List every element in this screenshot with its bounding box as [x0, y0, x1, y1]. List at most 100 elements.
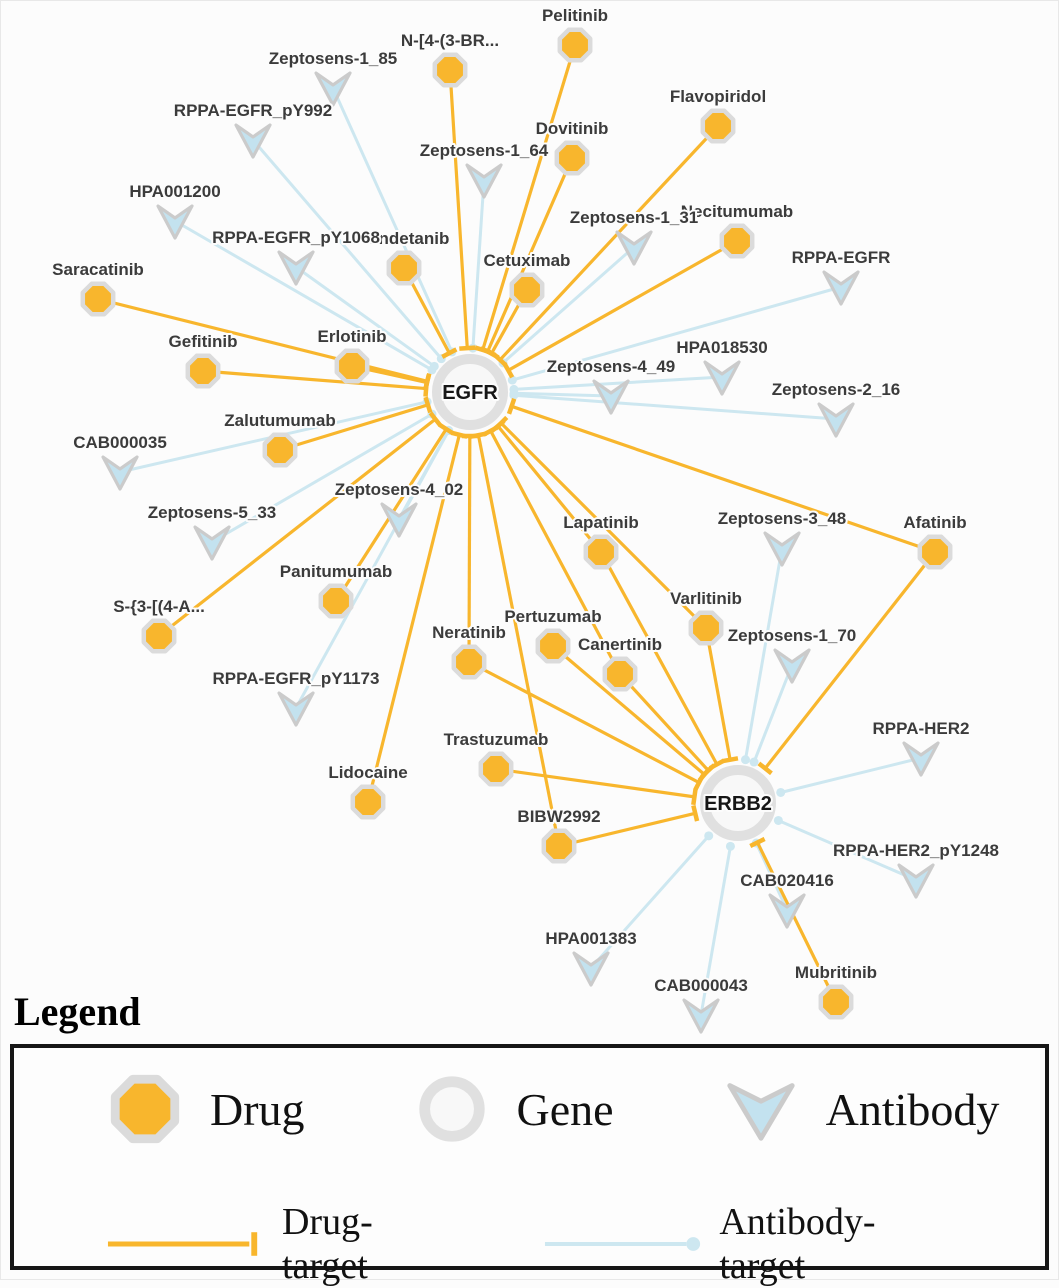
- drug-node-Gefitinib[interactable]: Gefitinib: [169, 332, 238, 386]
- drug-node-Erlotinib[interactable]: Erlotinib: [318, 327, 387, 381]
- antibody-node-Zeptosens-1_64[interactable]: Zeptosens-1_64: [420, 141, 549, 197]
- drug-target-edge: [450, 70, 467, 348]
- gene-node-ERBB2[interactable]: ERBB2: [704, 770, 772, 836]
- antibody-chevron-icon: [279, 252, 313, 284]
- antibody-node-RPPA-EGFR_pY992[interactable]: RPPA-EGFR_pY992: [174, 101, 332, 157]
- drug-target-tee: [693, 789, 695, 805]
- node-label-EGFR: EGFR: [442, 382, 498, 404]
- drug-node-S-3-4-A[interactable]: S-{3-[(4-A...: [113, 597, 205, 651]
- drug-octagon-icon: [481, 754, 511, 784]
- drug-target-tee: [722, 758, 738, 761]
- drug-octagon-icon: [337, 351, 367, 381]
- node-label-Gefitinib: Gefitinib: [169, 332, 238, 351]
- legend-item-antibody: Antibody: [722, 1070, 1000, 1148]
- node-label-Cetuximab: Cetuximab: [484, 251, 571, 270]
- drug-node-Neratinib[interactable]: Neratinib: [432, 623, 506, 677]
- antibody-chevron-icon: [158, 206, 192, 238]
- drug-target-edge: [706, 628, 730, 760]
- node-label-Zeptosens-1_31: Zeptosens-1_31: [570, 208, 699, 227]
- node-label-Erlotinib: Erlotinib: [318, 327, 387, 346]
- antibody-target-dot: [704, 831, 713, 840]
- antibody-node-CAB000043[interactable]: CAB000043: [654, 976, 748, 1032]
- drug-octagon-icon: [691, 613, 721, 643]
- antibody-node-Zeptosens-1_70[interactable]: Zeptosens-1_70: [728, 626, 857, 682]
- drug-octagon-icon: [544, 831, 574, 861]
- legend-item-antibody-target: Antibody-target: [543, 1200, 957, 1288]
- node-label-Varlitinib: Varlitinib: [670, 589, 742, 608]
- antibody-node-HPA018530[interactable]: HPA018530: [676, 338, 767, 394]
- node-label-Trastuzumab: Trastuzumab: [444, 730, 549, 749]
- antibody-target-edge: [591, 836, 709, 968]
- antibody-node-Zeptosens-2_16[interactable]: Zeptosens-2_16: [772, 380, 901, 436]
- antibody-target-dot: [726, 842, 735, 851]
- node-label-Zeptosens-2_16: Zeptosens-2_16: [772, 380, 901, 399]
- drug-node-Afatinib[interactable]: Afatinib: [903, 513, 966, 567]
- drug-target-edge: [496, 769, 694, 797]
- drug-node-Lapatinib[interactable]: Lapatinib: [563, 513, 639, 567]
- node-label-CAB000043: CAB000043: [654, 976, 748, 995]
- drug-octagon-icon: [560, 30, 590, 60]
- drug-octagon-icon: [821, 987, 851, 1017]
- antibody-chevron-icon: [775, 650, 809, 682]
- legend-label-drug: Drug: [210, 1083, 305, 1136]
- node-label-Zeptosens-1_85: Zeptosens-1_85: [269, 49, 398, 68]
- node-label-Zeptosens-4_02: Zeptosens-4_02: [335, 480, 464, 499]
- drug-node-Canertinib[interactable]: Canertinib: [578, 635, 662, 689]
- drug-octagon-icon: [265, 435, 295, 465]
- drug-node-N-4-3-BR[interactable]: N-[4-(3-BR...: [401, 31, 499, 85]
- antibody-chevron-icon: [684, 1000, 718, 1032]
- antibody-chevron-icon: [824, 272, 858, 304]
- gene-circle-icon: [413, 1070, 491, 1148]
- node-label-Afatinib: Afatinib: [903, 513, 966, 532]
- antibody-node-RPPA-EGFR_pY1173[interactable]: RPPA-EGFR_pY1173: [213, 669, 380, 725]
- antibody-node-Zeptosens-3_48[interactable]: Zeptosens-3_48: [718, 509, 847, 565]
- drug-octagon-icon: [722, 226, 752, 256]
- antibody-chevron-icon: [819, 404, 853, 436]
- drug-node-Pelitinib[interactable]: Pelitinib: [542, 6, 608, 60]
- antibody-target-dot: [774, 816, 783, 825]
- legend-node-types-row: Drug Gene Antibody: [106, 1070, 1059, 1148]
- node-label-Neratinib: Neratinib: [432, 623, 506, 642]
- antibody-node-RPPA-HER2_pY1248[interactable]: RPPA-HER2_pY1248: [833, 841, 999, 897]
- legend-label-gene: Gene: [517, 1083, 614, 1136]
- antibody-node-Zeptosens-1_85[interactable]: Zeptosens-1_85: [269, 49, 398, 105]
- node-label-Zeptosens-5_33: Zeptosens-5_33: [148, 503, 277, 522]
- drug-node-Panitumumab[interactable]: Panitumumab: [280, 562, 392, 616]
- drug-node-Trastuzumab[interactable]: Trastuzumab: [444, 730, 549, 784]
- drug-node-Flavopiridol[interactable]: Flavopiridol: [670, 87, 766, 141]
- antibody-target-edge: [253, 140, 441, 359]
- antibody-chevron-icon: [574, 953, 608, 985]
- node-label-Zeptosens-1_70: Zeptosens-1_70: [728, 626, 857, 645]
- antibody-node-HPA001383[interactable]: HPA001383: [545, 929, 636, 985]
- node-label-Zeptosens-1_64: Zeptosens-1_64: [420, 141, 549, 160]
- drug-node-Lidocaine[interactable]: Lidocaine: [328, 763, 407, 817]
- legend-item-gene: Gene: [413, 1070, 614, 1148]
- node-label-HPA001200: HPA001200: [129, 182, 220, 201]
- node-label-ERBB2: ERBB2: [704, 793, 772, 815]
- antibody-target-edge: [473, 180, 484, 348]
- drug-node-BIBW2992[interactable]: BIBW2992: [517, 807, 600, 861]
- legend-item-drug: Drug: [106, 1070, 305, 1148]
- antibody-node-Zeptosens-4_02[interactable]: Zeptosens-4_02: [335, 480, 464, 536]
- drug-target-edge: [498, 426, 601, 552]
- antibody-node-CAB000035[interactable]: CAB000035: [73, 433, 167, 489]
- drug-target-tee: [693, 805, 697, 821]
- antibody-target-dot: [741, 755, 750, 764]
- drug-octagon-icon: [586, 537, 616, 567]
- antibody-chevron-icon: [904, 743, 938, 775]
- node-label-Saracatinib: Saracatinib: [52, 260, 144, 279]
- drug-octagon-icon: [920, 537, 950, 567]
- node-label-Pelitinib: Pelitinib: [542, 6, 608, 25]
- antibody-node-HPA001200[interactable]: HPA001200: [129, 182, 220, 238]
- legend-box: Drug Gene Antibody Drug-target: [10, 1044, 1049, 1270]
- drug-target-tee: [509, 399, 514, 414]
- node-label-HPA018530: HPA018530: [676, 338, 767, 357]
- drug-octagon-icon: [353, 787, 383, 817]
- drug-node-Mubritinib[interactable]: Mubritinib: [795, 963, 877, 1017]
- drug-octagon-icon: [106, 1070, 184, 1148]
- antibody-node-Zeptosens-1_31[interactable]: Zeptosens-1_31: [570, 208, 699, 264]
- node-label-Lapatinib: Lapatinib: [563, 513, 639, 532]
- antibody-node-Zeptosens-5_33[interactable]: Zeptosens-5_33: [148, 503, 277, 559]
- gene-node-EGFR[interactable]: EGFR: [437, 359, 503, 425]
